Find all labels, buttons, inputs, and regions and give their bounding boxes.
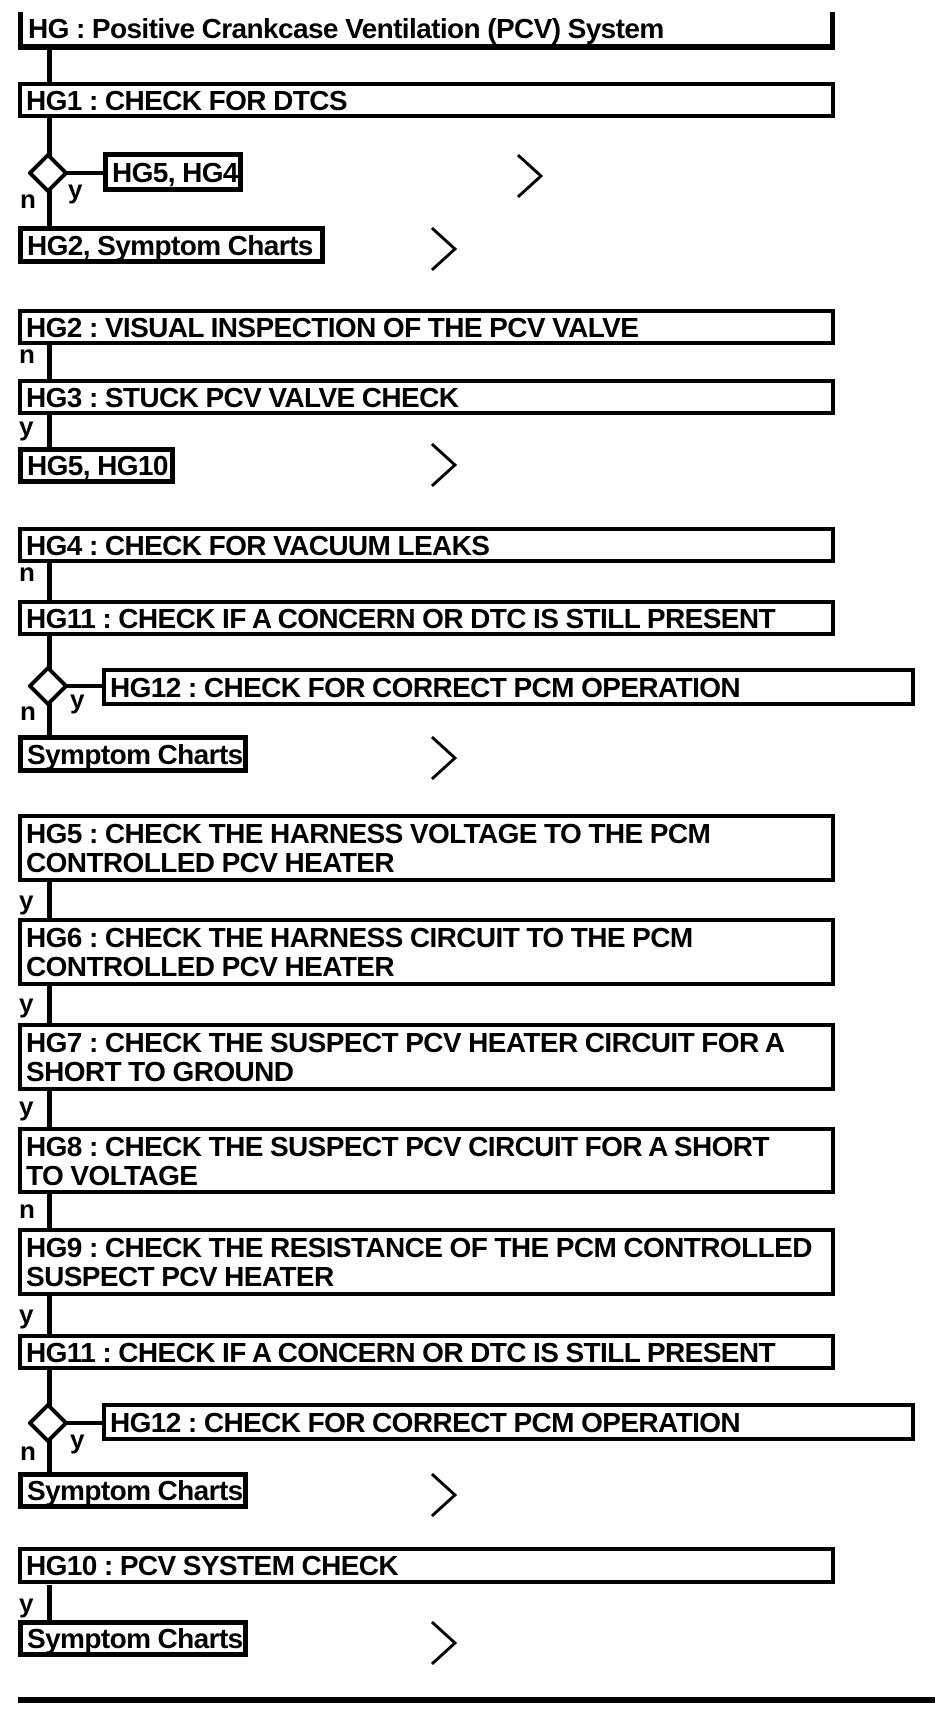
connector-line	[47, 986, 52, 1023]
connector-line	[47, 882, 52, 918]
branch-label-yes: y	[70, 684, 84, 714]
branch-label-no: n	[20, 696, 36, 726]
link-box-symptom-charts-2[interactable]: Symptom Charts	[18, 1472, 248, 1509]
connector-line	[47, 1194, 52, 1228]
step-box-hg4: HG4 : CHECK FOR VACUUM LEAKS	[18, 527, 835, 563]
connector-line	[47, 1585, 52, 1620]
flowchart-title: HG : Positive Crankcase Ventilation (PCV…	[28, 13, 664, 44]
step-box-hg6: HG6 : CHECK THE HARNESS CIRCUIT TO THE P…	[18, 918, 835, 986]
connector-line	[47, 1296, 52, 1334]
connector-line	[60, 1421, 102, 1425]
branch-label-yes: y	[19, 988, 33, 1018]
link-box-hg2-symptom-charts[interactable]: HG2, Symptom Charts	[18, 226, 325, 264]
branch-label-yes: y	[19, 1091, 33, 1121]
chevron-right-icon[interactable]	[431, 1621, 458, 1665]
step-box-hg3: HG3 : STUCK PCV VALVE CHECK	[18, 379, 835, 415]
chevron-right-icon[interactable]	[431, 736, 458, 780]
bottom-divider	[18, 1697, 935, 1703]
chevron-right-icon[interactable]	[431, 1473, 458, 1517]
branch-label-no: n	[20, 184, 36, 214]
chevron-right-icon[interactable]	[517, 154, 544, 198]
step-box-hg2: HG2 : VISUAL INSPECTION OF THE PCV VALVE	[18, 309, 835, 345]
step-box-hg7: HG7 : CHECK THE SUSPECT PCV HEATER CIRCU…	[18, 1023, 835, 1091]
step-box-hg5: HG5 : CHECK THE HARNESS VOLTAGE TO THE P…	[18, 814, 835, 882]
connector-line	[47, 563, 52, 600]
branch-label-yes: y	[19, 1299, 33, 1329]
connector-line	[47, 1091, 52, 1127]
branch-label-yes: y	[19, 885, 33, 915]
chevron-right-icon[interactable]	[431, 443, 458, 487]
step-box-hg11-a: HG11 : CHECK IF A CONCERN OR DTC IS STIL…	[18, 600, 835, 636]
chevron-right-icon[interactable]	[431, 227, 458, 271]
link-box-symptom-charts-1[interactable]: Symptom Charts	[18, 735, 248, 773]
decision-diamond-2	[28, 666, 68, 706]
connector-line	[47, 345, 52, 379]
link-box-hg5-hg4[interactable]: HG5, HG4	[103, 152, 243, 192]
branch-label-no: n	[20, 1436, 36, 1466]
branch-label-no: n	[19, 339, 35, 369]
step-box-hg8: HG8 : CHECK THE SUSPECT PCV CIRCUIT FOR …	[18, 1127, 835, 1194]
decision-diamond-3	[28, 1403, 68, 1443]
step-box-hg10: HG10 : PCV SYSTEM CHECK	[18, 1547, 835, 1584]
branch-label-yes: y	[68, 174, 82, 204]
decision-diamond-1	[28, 153, 68, 193]
flowchart-title-bar: HG : Positive Crankcase Ventilation (PCV…	[18, 12, 835, 50]
branch-label-yes: y	[70, 1424, 84, 1454]
connector-line	[47, 415, 52, 447]
step-box-hg9: HG9 : CHECK THE RESISTANCE OF THE PCM CO…	[18, 1228, 835, 1296]
step-box-hg12-b: HG12 : CHECK FOR CORRECT PCM OPERATION	[102, 1403, 915, 1441]
step-box-hg12-a: HG12 : CHECK FOR CORRECT PCM OPERATION	[102, 668, 915, 706]
branch-label-no: n	[19, 1194, 35, 1224]
connector-line	[60, 171, 103, 175]
branch-label-yes: y	[19, 411, 33, 441]
connector-line	[47, 50, 52, 82]
step-box-hg1: HG1 : CHECK FOR DTCS	[18, 82, 835, 118]
branch-label-no: n	[19, 557, 35, 587]
connector-line	[60, 684, 102, 688]
branch-label-yes: y	[19, 1588, 33, 1618]
step-box-hg11-b: HG11 : CHECK IF A CONCERN OR DTC IS STIL…	[18, 1334, 835, 1370]
link-box-hg5-hg10[interactable]: HG5, HG10	[18, 447, 175, 484]
link-box-symptom-charts-3[interactable]: Symptom Charts	[18, 1620, 248, 1657]
